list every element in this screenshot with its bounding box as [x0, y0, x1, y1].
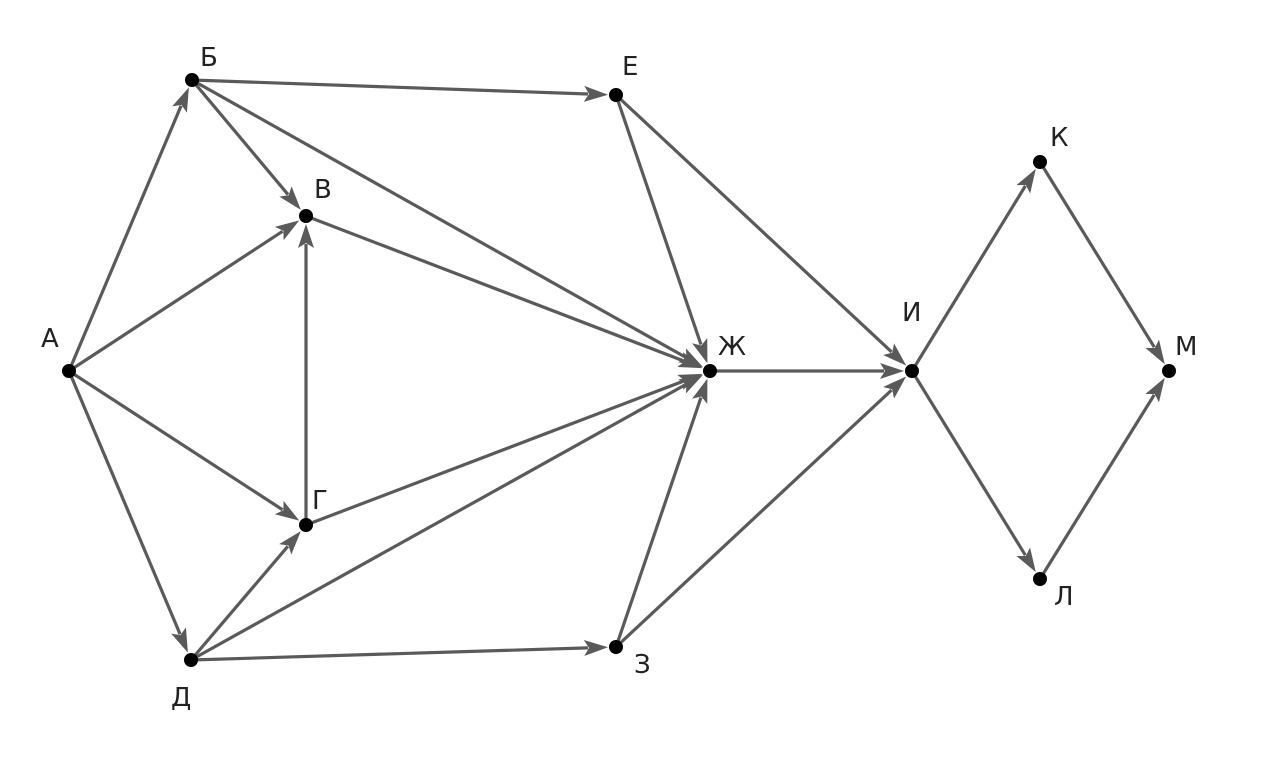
edge-G-Zh: [305, 379, 685, 527]
edge-Z-Zh: [614, 396, 703, 648]
node-label-Zh: Ж: [718, 332, 746, 362]
node-M: [1162, 364, 1176, 378]
nodes-layer: [62, 73, 1176, 667]
edges-layer: [67, 78, 1156, 662]
edge-I-K: [910, 185, 1027, 372]
arrowhead-I-L: [1016, 547, 1036, 573]
node-label-L: Л: [1054, 582, 1074, 612]
arrowhead-A-D: [171, 627, 188, 653]
edge-D-Zh: [190, 383, 687, 662]
edge-E-Zh: [614, 94, 703, 346]
node-G: [299, 518, 313, 532]
arrowhead-K-M: [1145, 339, 1165, 365]
node-label-B: Б: [200, 43, 218, 73]
edge-A-G: [68, 369, 284, 512]
edge-D-Z: [190, 646, 589, 662]
arrowhead-E-Zh: [692, 338, 708, 364]
arrowhead-V-Zh: [677, 352, 703, 369]
node-label-M: М: [1175, 332, 1197, 362]
arrowhead-Z-Zh: [692, 378, 708, 404]
edge-V-Zh: [305, 214, 685, 363]
node-label-D: Д: [171, 683, 191, 713]
arrowhead-I-K: [1016, 168, 1036, 194]
node-label-A: А: [41, 324, 59, 354]
edge-A-V: [68, 229, 284, 373]
node-L: [1033, 572, 1047, 586]
edge-E-I: [614, 93, 893, 354]
node-label-G: Г: [312, 486, 328, 516]
node-V: [299, 209, 313, 223]
arrowhead-L-M: [1145, 377, 1165, 403]
node-Zh: [703, 364, 717, 378]
node-label-V: В: [314, 175, 332, 205]
arrowhead-B-V: [279, 186, 301, 210]
arrowhead-A-B: [172, 87, 189, 113]
node-E: [609, 88, 623, 102]
node-Z: [609, 640, 623, 654]
node-label-E: Е: [622, 52, 638, 82]
arrowhead-D-Zh: [678, 374, 704, 394]
arrowhead-D-G: [279, 531, 301, 555]
edge-B-E: [191, 78, 589, 96]
edge-Z-I: [614, 388, 893, 649]
node-label-I: И: [902, 298, 921, 328]
arrowhead-Z-I: [883, 376, 907, 399]
arrowhead-B-E: [583, 85, 609, 102]
edge-A-D: [67, 370, 182, 635]
node-label-K: К: [1050, 123, 1068, 153]
edge-D-G: [189, 545, 290, 662]
node-K: [1033, 155, 1047, 169]
edge-A-B: [67, 105, 183, 372]
arrowhead-G-V: [298, 224, 314, 248]
node-D: [184, 653, 198, 667]
arrowhead-A-V: [274, 220, 300, 241]
node-label-Z: З: [634, 650, 651, 680]
node-I: [905, 364, 919, 378]
edge-L-M: [1038, 393, 1156, 580]
edge-I-L: [910, 370, 1027, 556]
node-A: [62, 364, 76, 378]
node-B: [185, 73, 199, 87]
edge-B-Zh: [191, 78, 687, 359]
arrowhead-Zh-I: [880, 363, 904, 379]
arrowheads-layer: [171, 85, 1165, 656]
edge-K-M: [1038, 161, 1156, 349]
arrowhead-A-G: [274, 500, 300, 521]
labels-layer: А Б В Г Д Е Ж З И К Л М: [41, 43, 1197, 713]
edge-B-V: [190, 78, 290, 196]
arrowhead-D-Z: [583, 639, 609, 656]
arrowhead-E-I: [883, 343, 907, 366]
